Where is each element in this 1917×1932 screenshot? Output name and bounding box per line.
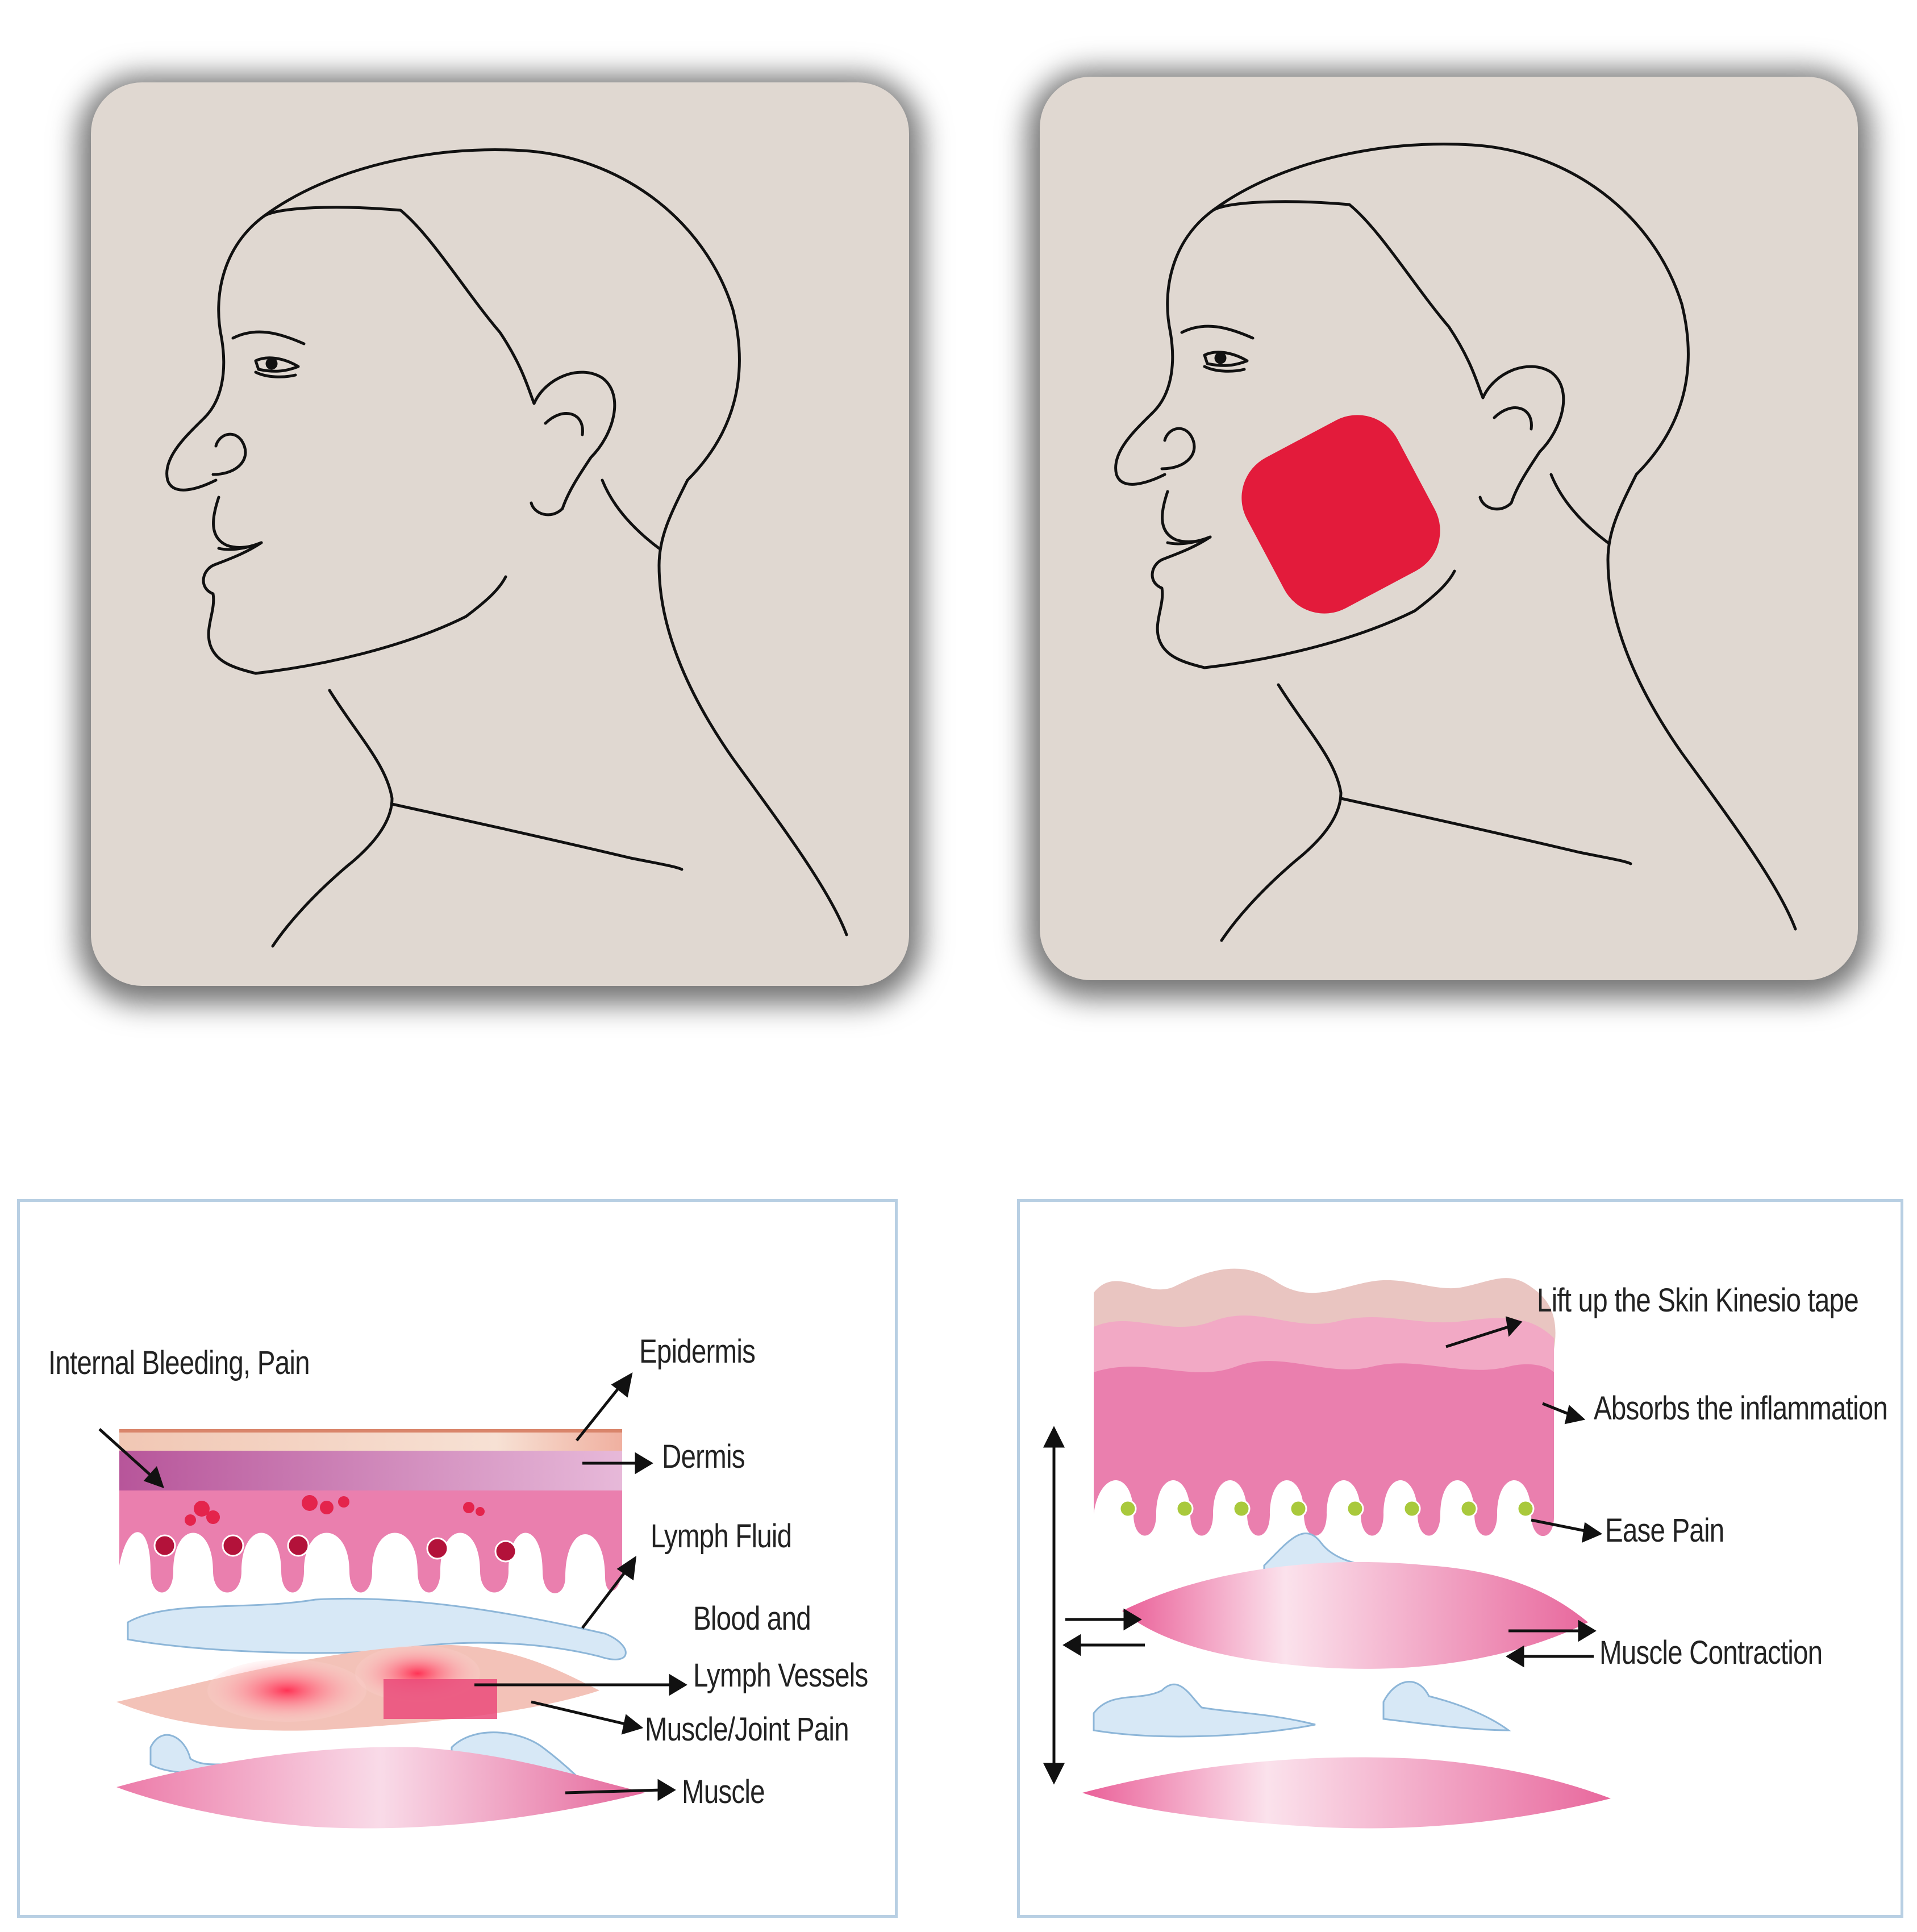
label-blood-and: Blood and <box>693 1600 811 1637</box>
label-absorbs-inflammation: Absorbs the inflammation <box>1594 1390 1888 1427</box>
head-profile-illustration <box>165 148 848 948</box>
label-muscle-contraction: Muscle Contraction <box>1599 1634 1823 1671</box>
label-ease-pain: Ease Pain <box>1605 1512 1724 1549</box>
head-profile-taped-illustration <box>1114 143 1797 942</box>
head-card-before <box>91 82 909 986</box>
label-internal-bleeding: Internal Bleeding, Pain <box>48 1344 310 1381</box>
label-lift-up-skin: Lift up the Skin Kinesio tape <box>1537 1282 1859 1319</box>
kinesio-tape-patch <box>1241 415 1440 614</box>
label-dermis: Dermis <box>662 1438 745 1475</box>
label-muscle: Muscle <box>682 1773 765 1810</box>
taped-tissue-panel: Lift up the Skin Kinesio tape Absorbs th… <box>1017 1199 1903 1918</box>
label-lymph-fluid: Lymph Fluid <box>651 1518 792 1555</box>
taped-tissue-diagram <box>1043 1268 1611 1829</box>
label-lymph-vessels: Lymph Vessels <box>693 1657 868 1694</box>
injured-tissue-panel: Internal Bleeding, Pain Epidermis Dermis… <box>17 1199 898 1918</box>
label-epidermis: Epidermis <box>639 1333 756 1370</box>
injured-tissue-diagram <box>98 1372 687 1829</box>
head-card-taped <box>1040 77 1858 980</box>
label-muscle-joint-pain: Muscle/Joint Pain <box>645 1711 849 1748</box>
